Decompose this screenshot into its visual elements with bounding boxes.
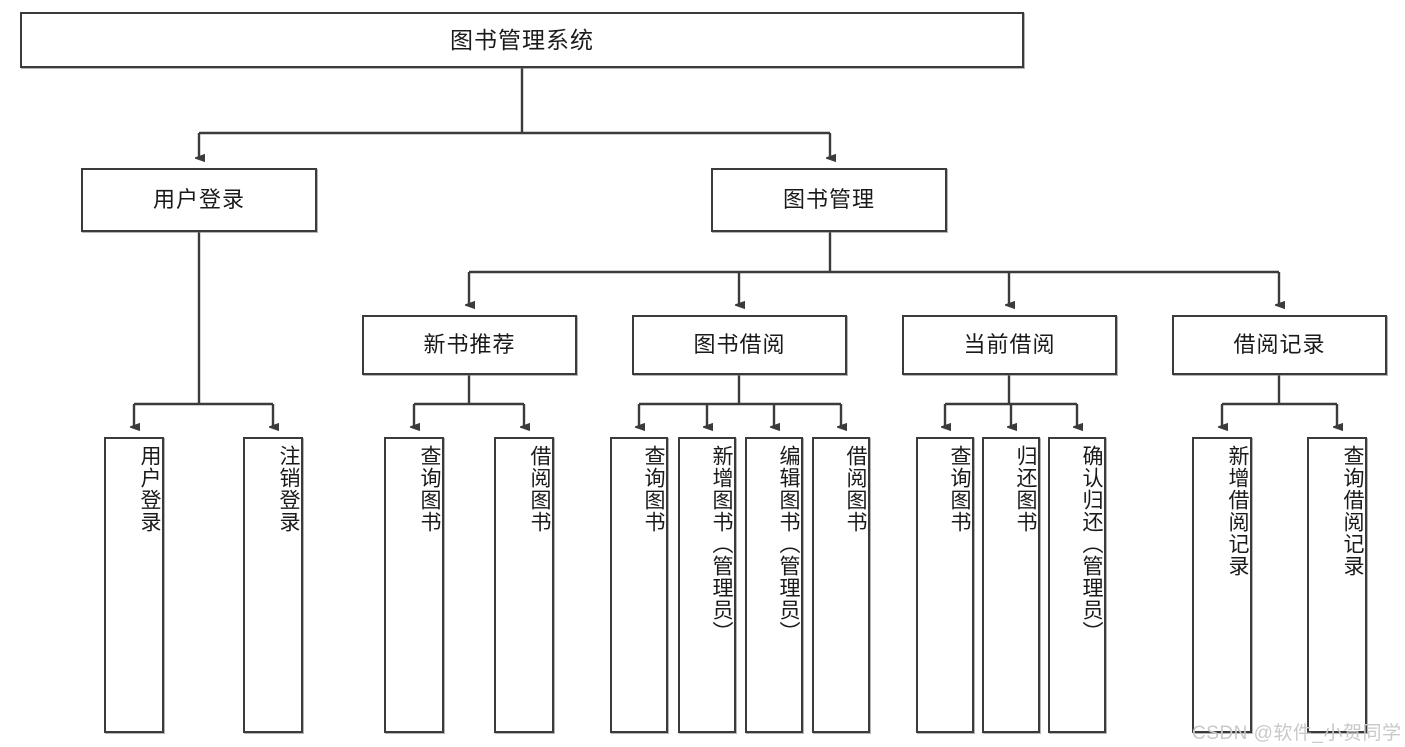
- node-current-borrow[interactable]: 当前借阅: [902, 315, 1117, 375]
- node-label: 查询图书: [418, 445, 441, 533]
- node-label: 新书推荐: [423, 332, 516, 358]
- leaf-recommend-borrow-book[interactable]: 借阅图书: [494, 437, 554, 733]
- node-label: 借阅记录: [1233, 332, 1326, 358]
- leaf-current-confirm-return-admin[interactable]: 确认归还（管理员）: [1048, 437, 1106, 733]
- node-label: 当前借阅: [963, 332, 1056, 358]
- node-label: 编辑图书（管理员）: [777, 445, 800, 643]
- node-borrow-record[interactable]: 借阅记录: [1172, 315, 1387, 375]
- node-label: 注销登录: [277, 445, 300, 533]
- node-book-borrow[interactable]: 图书借阅: [632, 315, 847, 375]
- node-label: 图书借阅: [693, 332, 786, 358]
- node-label: 借阅图书: [528, 445, 551, 533]
- node-label: 新增图书（管理员）: [710, 445, 733, 643]
- node-label: 查询图书: [948, 445, 971, 533]
- leaf-borrow-borrow-book[interactable]: 借阅图书: [812, 437, 870, 733]
- leaf-user-login-login[interactable]: 用户登录: [104, 437, 164, 733]
- node-label: 图书管理系统: [450, 26, 594, 53]
- leaf-borrow-edit-book-admin[interactable]: 编辑图书（管理员）: [745, 437, 803, 733]
- node-label: 借阅图书: [844, 445, 867, 533]
- node-label: 确认归还（管理员）: [1080, 445, 1103, 643]
- leaf-borrow-query-book[interactable]: 查询图书: [610, 437, 668, 733]
- node-user-login[interactable]: 用户登录: [81, 168, 317, 232]
- node-book-management[interactable]: 图书管理: [711, 168, 947, 232]
- node-root-system[interactable]: 图书管理系统: [20, 12, 1024, 68]
- node-new-book-recommend[interactable]: 新书推荐: [362, 315, 577, 375]
- node-label: 查询图书: [642, 445, 665, 533]
- node-label: 归还图书: [1014, 445, 1037, 533]
- watermark-text: CSDN @软件_小贺同学: [1192, 723, 1402, 744]
- leaf-user-login-logout[interactable]: 注销登录: [243, 437, 303, 733]
- leaf-current-return-book[interactable]: 归还图书: [982, 437, 1040, 733]
- leaf-borrow-add-book-admin[interactable]: 新增图书（管理员）: [678, 437, 736, 733]
- leaf-recommend-query-book[interactable]: 查询图书: [384, 437, 444, 733]
- leaf-record-add-record[interactable]: 新增借阅记录: [1192, 437, 1252, 733]
- node-label: 用户登录: [152, 187, 245, 213]
- leaf-record-query-record[interactable]: 查询借阅记录: [1307, 437, 1367, 733]
- leaf-current-query-book[interactable]: 查询图书: [916, 437, 974, 733]
- node-label: 用户登录: [138, 445, 161, 533]
- node-label: 新增借阅记录: [1226, 445, 1249, 577]
- node-label: 图书管理: [782, 187, 875, 213]
- node-label: 查询借阅记录: [1341, 445, 1364, 577]
